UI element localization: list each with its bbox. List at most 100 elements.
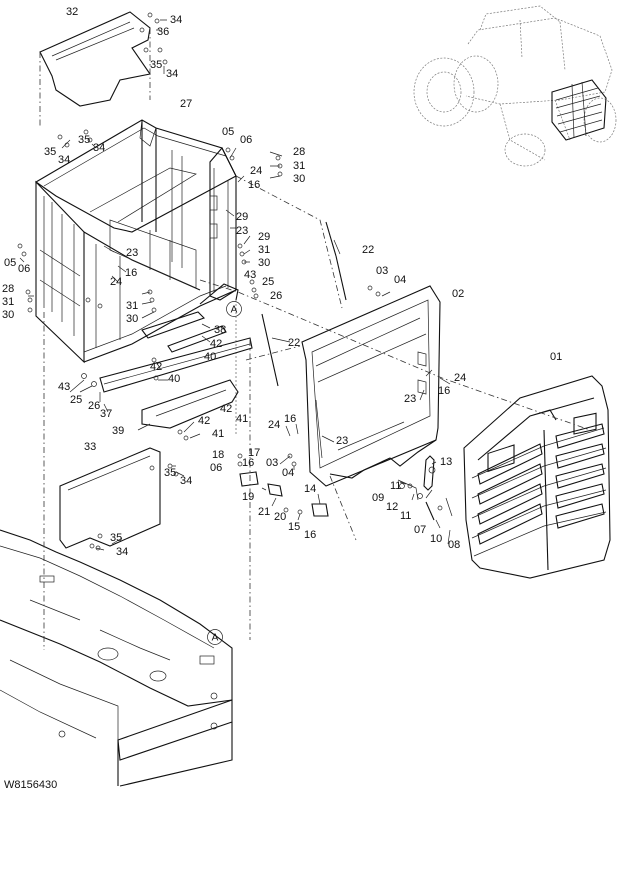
callout: 41	[212, 428, 224, 440]
callout: 13	[440, 456, 452, 468]
callout: 02	[452, 288, 464, 300]
callout: 31	[293, 160, 305, 172]
part-02-grille-frame	[301, 285, 441, 487]
part-33-lower-cover	[59, 447, 161, 549]
callout: 24	[250, 165, 262, 177]
latch-assembly	[397, 455, 453, 521]
callout: 23	[404, 393, 416, 405]
callout: 16	[438, 385, 450, 397]
callout: 34	[180, 475, 192, 487]
callout: 06	[210, 462, 222, 474]
callout: 11	[390, 480, 401, 492]
callout: 05	[222, 126, 234, 138]
parts-38-40-brackets	[141, 311, 227, 353]
part-01-hood-grille	[463, 375, 611, 579]
hardware-fasteners	[17, 12, 443, 551]
callout: 30	[293, 173, 305, 185]
callout: 29	[258, 231, 270, 243]
callout: 36	[157, 26, 169, 38]
callout: 03	[376, 265, 388, 277]
callout: 04	[282, 467, 294, 479]
callout: 22	[288, 337, 300, 349]
callout: 08	[448, 539, 460, 551]
callout: 26	[270, 290, 282, 302]
callout: 35	[44, 146, 56, 158]
callout: 16	[242, 457, 254, 469]
callout: 43	[244, 269, 256, 281]
callout: 35	[150, 59, 162, 71]
ref-a-lower: A	[212, 633, 219, 644]
callout: 42	[220, 403, 232, 415]
callout: 16	[125, 267, 137, 279]
part-37-cross-plate	[99, 337, 253, 393]
callout: 34	[93, 142, 105, 154]
part-32-upper-cover	[39, 11, 151, 107]
callout: 28	[2, 283, 14, 295]
callout: 32	[66, 6, 78, 18]
callout: 09	[372, 492, 384, 504]
figure-caption: W8156430	[4, 779, 57, 791]
callout: 34	[170, 14, 182, 26]
callout: 42	[198, 415, 210, 427]
part-22-gas-struts	[261, 221, 347, 387]
callout: 26	[88, 400, 100, 412]
callout: 16	[304, 529, 316, 541]
callout: 01	[550, 351, 562, 363]
callout: 38	[214, 324, 226, 336]
callout: 30	[126, 313, 138, 325]
callout: 42	[210, 338, 222, 350]
callout: 05	[4, 257, 16, 269]
callout: 23	[336, 435, 348, 447]
callout-labels: 32 34 36 35 34 27 35 35 34 34 05 06 28 3…	[2, 6, 562, 558]
callout: 34	[58, 154, 70, 166]
callout: 07	[414, 524, 426, 536]
callout: 24	[110, 276, 122, 288]
callout: 37	[100, 408, 112, 420]
callout: 15	[288, 521, 300, 533]
callout: 11	[400, 510, 411, 522]
callout: 42	[150, 361, 162, 373]
callout: 25	[262, 276, 274, 288]
callout: 06	[18, 263, 30, 275]
callout: 19	[242, 491, 254, 503]
callout: 22	[362, 244, 374, 256]
callout: 25	[70, 394, 82, 406]
callout: 04	[394, 274, 406, 286]
callout: 39	[112, 425, 124, 437]
callout: 14	[304, 483, 316, 495]
callout: 33	[84, 441, 96, 453]
callout: 31	[2, 296, 14, 308]
callout: 18	[212, 449, 224, 461]
callout: 40	[204, 351, 216, 363]
callout: 16	[248, 179, 260, 191]
callout: 16	[284, 413, 296, 425]
tractor-thumbnail	[413, 5, 617, 167]
callout: 40	[168, 373, 180, 385]
callout: 31	[126, 300, 138, 312]
callout: 20	[274, 511, 286, 523]
callout: 03	[266, 457, 278, 469]
callout: 35	[164, 467, 176, 479]
callout: 43	[58, 381, 70, 393]
callout: 06	[240, 134, 252, 146]
leader-lines	[19, 19, 451, 551]
callout: 30	[258, 257, 270, 269]
callout: 12	[386, 501, 398, 513]
callout: 10	[430, 533, 442, 545]
callout: 29	[236, 211, 248, 223]
callout: 23	[126, 247, 138, 259]
callout: 27	[180, 98, 192, 110]
callout: 41	[236, 413, 248, 425]
callout: 17	[248, 447, 260, 459]
callout: 23	[236, 225, 248, 237]
callout: 24	[268, 419, 280, 431]
chassis-frame	[0, 529, 233, 787]
callout: 35	[78, 134, 90, 146]
callout: 34	[116, 546, 128, 558]
callout: 21	[258, 506, 270, 518]
callout: 31	[258, 244, 270, 256]
part-27-main-frame	[34, 119, 239, 364]
callout: 28	[293, 146, 305, 158]
callout: 24	[454, 372, 466, 384]
ref-a-upper: A	[231, 305, 238, 316]
